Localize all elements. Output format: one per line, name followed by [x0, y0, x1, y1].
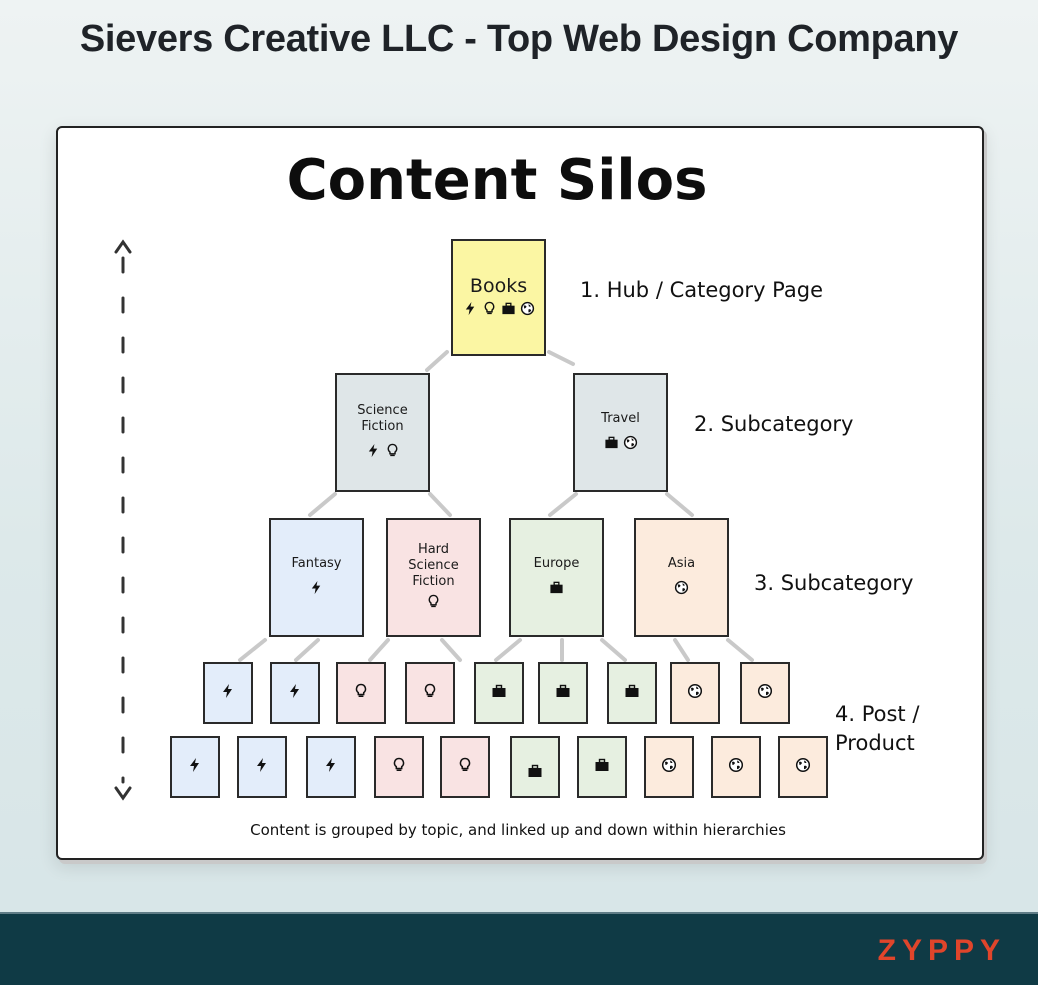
- post-node: [644, 736, 694, 798]
- briefcase-icon: [604, 435, 619, 454]
- briefcase-icon: [527, 763, 543, 783]
- node-books: Books: [451, 239, 546, 356]
- node-europe: Europe: [509, 518, 604, 637]
- post-node: [270, 662, 320, 724]
- node-asia-label: Asia: [667, 556, 696, 571]
- post-node: [336, 662, 386, 724]
- diagram-title: Content Silos: [286, 148, 708, 213]
- node-fantasy: Fantasy: [269, 518, 364, 637]
- post-node: [778, 736, 828, 798]
- lightning-icon: [220, 683, 236, 703]
- briefcase-icon: [555, 683, 571, 703]
- lightning-icon: [366, 443, 381, 462]
- post-node: [474, 662, 524, 724]
- lightning-icon: [323, 757, 339, 777]
- lightbulb-icon: [457, 757, 473, 777]
- lightbulb-icon: [353, 683, 369, 703]
- globe-icon: [661, 757, 677, 777]
- level-label-3: 3. Subcategory: [754, 571, 914, 595]
- globe-icon: [757, 683, 773, 703]
- lightbulb-icon: [391, 757, 407, 777]
- post-node: [577, 736, 627, 798]
- globe-icon: [728, 757, 744, 777]
- diagram-caption: Content is grouped by topic, and linked …: [250, 821, 786, 839]
- post-node: [607, 662, 657, 724]
- node-hard-science-fiction-label: Hard Science Fiction: [408, 542, 459, 589]
- lightbulb-icon: [422, 683, 438, 703]
- post-node: [237, 736, 287, 798]
- globe-icon: [687, 683, 703, 703]
- level-label-1: 1. Hub / Category Page: [580, 278, 824, 302]
- lightning-icon: [187, 757, 203, 777]
- node-science-fiction-label: Science Fiction: [357, 403, 408, 434]
- post-node: [374, 736, 424, 798]
- briefcase-icon: [624, 683, 640, 703]
- lightning-icon: [463, 301, 478, 320]
- node-europe-label: Europe: [533, 556, 580, 571]
- node-fantasy-label: Fantasy: [291, 556, 342, 571]
- post-node: [405, 662, 455, 724]
- page-header-title: Sievers Creative LLC - Top Web Design Co…: [79, 18, 959, 60]
- lightbulb-icon: [426, 594, 441, 613]
- node-hard-science-fiction: Hard Science Fiction: [386, 518, 481, 637]
- lightning-icon: [287, 683, 303, 703]
- node-science-fiction: Science Fiction: [335, 373, 430, 492]
- level-label-2: 2. Subcategory: [694, 412, 854, 436]
- globe-icon: [674, 580, 689, 599]
- lightbulb-icon: [385, 443, 400, 462]
- node-asia: Asia: [634, 518, 729, 637]
- briefcase-icon: [491, 683, 507, 703]
- post-node: [538, 662, 588, 724]
- lightning-icon: [254, 757, 270, 777]
- post-node: [203, 662, 253, 724]
- brand-logo: ZYPPY: [877, 934, 1006, 967]
- post-node: [510, 736, 560, 798]
- node-travel: Travel: [573, 373, 668, 492]
- globe-icon: [795, 757, 811, 777]
- briefcase-icon: [501, 301, 516, 320]
- post-node: [670, 662, 720, 724]
- level-label-4: 4. Post / Product: [835, 702, 920, 755]
- post-node: [440, 736, 490, 798]
- post-node: [170, 736, 220, 798]
- globe-icon: [520, 301, 535, 320]
- briefcase-icon: [549, 580, 564, 599]
- post-node: [740, 662, 790, 724]
- node-travel-label: Travel: [601, 411, 640, 426]
- post-node: [711, 736, 761, 798]
- lightning-icon: [309, 580, 324, 599]
- footer-bar: ZYPPY: [0, 912, 1038, 985]
- node-books-label: Books: [469, 275, 528, 297]
- lightbulb-icon: [482, 301, 497, 320]
- post-node: [306, 736, 356, 798]
- briefcase-icon: [594, 757, 610, 777]
- globe-icon: [623, 435, 638, 454]
